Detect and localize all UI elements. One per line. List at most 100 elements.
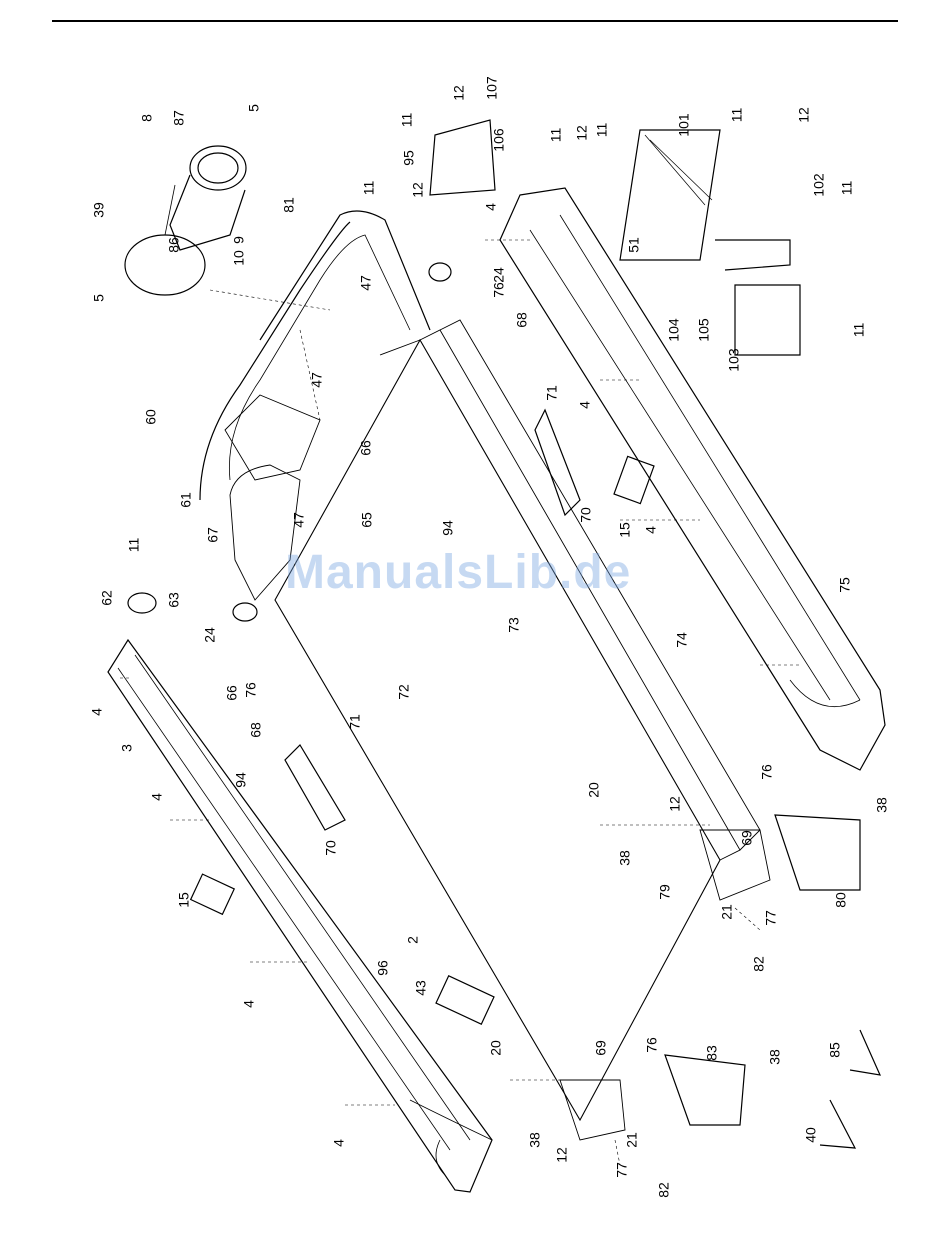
part-callout-47: 47 xyxy=(291,512,307,528)
part-callout-4: 4 xyxy=(241,1000,257,1008)
part-callout-11: 11 xyxy=(839,181,855,196)
part-callout-5: 5 xyxy=(246,104,262,112)
part-callout-86: 86 xyxy=(166,237,182,253)
part-callout-10: 10 xyxy=(231,250,247,266)
part-callout-67: 67 xyxy=(205,527,221,543)
part-callout-38: 38 xyxy=(617,850,633,866)
part-callout-24: 24 xyxy=(202,627,218,643)
part-callout-20: 20 xyxy=(488,1040,504,1056)
part-callout-71: 71 xyxy=(544,385,560,401)
part-callout-83: 83 xyxy=(704,1045,720,1061)
part-callout-74: 74 xyxy=(674,632,690,648)
part-callout-21: 21 xyxy=(719,904,735,920)
part-callout-102: 102 xyxy=(811,173,827,197)
part-callout-20: 20 xyxy=(586,782,602,798)
part-callout-82: 82 xyxy=(656,1182,672,1198)
upper-bracket xyxy=(430,120,495,195)
part-callout-4: 4 xyxy=(483,203,499,211)
part-callout-47: 47 xyxy=(358,275,374,291)
power-cord xyxy=(128,593,156,613)
part-callout-95: 95 xyxy=(401,150,417,166)
part-callout-79: 79 xyxy=(657,884,673,900)
part-callout-12: 12 xyxy=(451,85,467,101)
part-callout-47: 47 xyxy=(309,372,325,388)
wrench-85 xyxy=(850,1030,880,1075)
part-callout-11: 11 xyxy=(548,128,564,143)
part-callout-77: 77 xyxy=(763,910,779,926)
part-callout-11: 11 xyxy=(126,538,142,553)
wrench-40 xyxy=(820,1100,855,1148)
part-callout-11: 11 xyxy=(851,323,867,338)
part-callout-15: 15 xyxy=(617,522,633,538)
label-plate-right xyxy=(614,456,654,503)
part-callout-40: 40 xyxy=(803,1127,819,1143)
label-plate-left xyxy=(191,874,235,914)
motor-hood xyxy=(225,395,320,480)
part-callout-12: 12 xyxy=(554,1147,570,1163)
part-callout-60: 60 xyxy=(143,409,159,425)
part-callout-38: 38 xyxy=(767,1049,783,1065)
part-callout-66: 66 xyxy=(224,685,240,701)
part-callout-76: 76 xyxy=(644,1037,660,1053)
part-callout-104: 104 xyxy=(666,318,682,342)
part-callout-106: 106 xyxy=(491,128,507,152)
part-callout-87: 87 xyxy=(171,110,187,126)
part-callout-71: 71 xyxy=(347,714,363,730)
part-callout-11: 11 xyxy=(361,181,377,196)
part-callout-82: 82 xyxy=(751,956,767,972)
part-callout-4: 4 xyxy=(643,526,659,534)
part-callout-72: 72 xyxy=(396,684,412,700)
part-callout-68: 68 xyxy=(514,312,530,328)
part-callout-85: 85 xyxy=(827,1042,843,1058)
part-callout-70: 70 xyxy=(578,507,594,523)
part-callout-63: 63 xyxy=(166,592,182,608)
part-callout-68: 68 xyxy=(248,722,264,738)
rear-endcap-left xyxy=(665,1055,745,1125)
part-callout-77: 77 xyxy=(614,1162,630,1178)
part-callout-11: 11 xyxy=(729,108,745,123)
part-callout-4: 4 xyxy=(577,401,593,409)
part-callout-75: 75 xyxy=(837,577,853,593)
part-callout-103: 103 xyxy=(726,348,742,372)
part-callout-76: 76 xyxy=(243,682,259,698)
part-callout-43: 43 xyxy=(413,980,429,996)
treadmill-deck xyxy=(275,340,720,1120)
part-callout-66: 66 xyxy=(358,440,374,456)
part-callout-11: 11 xyxy=(399,113,415,128)
part-callout-5: 5 xyxy=(91,294,107,302)
part-callout-39: 39 xyxy=(91,202,107,218)
part-callout-80: 80 xyxy=(833,892,849,908)
left-rail xyxy=(108,640,492,1192)
part-callout-73: 73 xyxy=(506,617,522,633)
part-callout-70: 70 xyxy=(323,840,339,856)
part-callout-101: 101 xyxy=(676,113,692,137)
part-callout-24: 24 xyxy=(491,267,507,283)
part-callout-96: 96 xyxy=(375,960,391,976)
part-callout-81: 81 xyxy=(281,197,297,213)
watermark-text: ManualsLib.de xyxy=(285,545,631,600)
part-callout-62: 62 xyxy=(99,590,115,606)
part-callout-3: 3 xyxy=(119,744,135,752)
wheel-right xyxy=(429,263,451,281)
part-callout-76: 76 xyxy=(491,282,507,298)
part-callout-12: 12 xyxy=(796,107,812,123)
part-callout-2: 2 xyxy=(405,936,421,944)
part-callout-94: 94 xyxy=(440,520,456,536)
part-callout-105: 105 xyxy=(696,318,712,342)
label-plate-deck xyxy=(436,976,494,1024)
part-callout-8: 8 xyxy=(139,114,155,122)
part-callout-4: 4 xyxy=(331,1139,347,1147)
part-callout-11: 11 xyxy=(594,123,610,138)
part-callout-15: 15 xyxy=(176,892,192,908)
leader-lines xyxy=(120,240,800,1165)
part-callout-12: 12 xyxy=(410,182,426,198)
part-callout-69: 69 xyxy=(593,1040,609,1056)
part-callout-51: 51 xyxy=(626,237,642,253)
part-callout-21: 21 xyxy=(624,1132,640,1148)
rear-endcap-right xyxy=(775,815,860,890)
part-callout-12: 12 xyxy=(574,125,590,141)
controller-cover xyxy=(735,285,800,355)
